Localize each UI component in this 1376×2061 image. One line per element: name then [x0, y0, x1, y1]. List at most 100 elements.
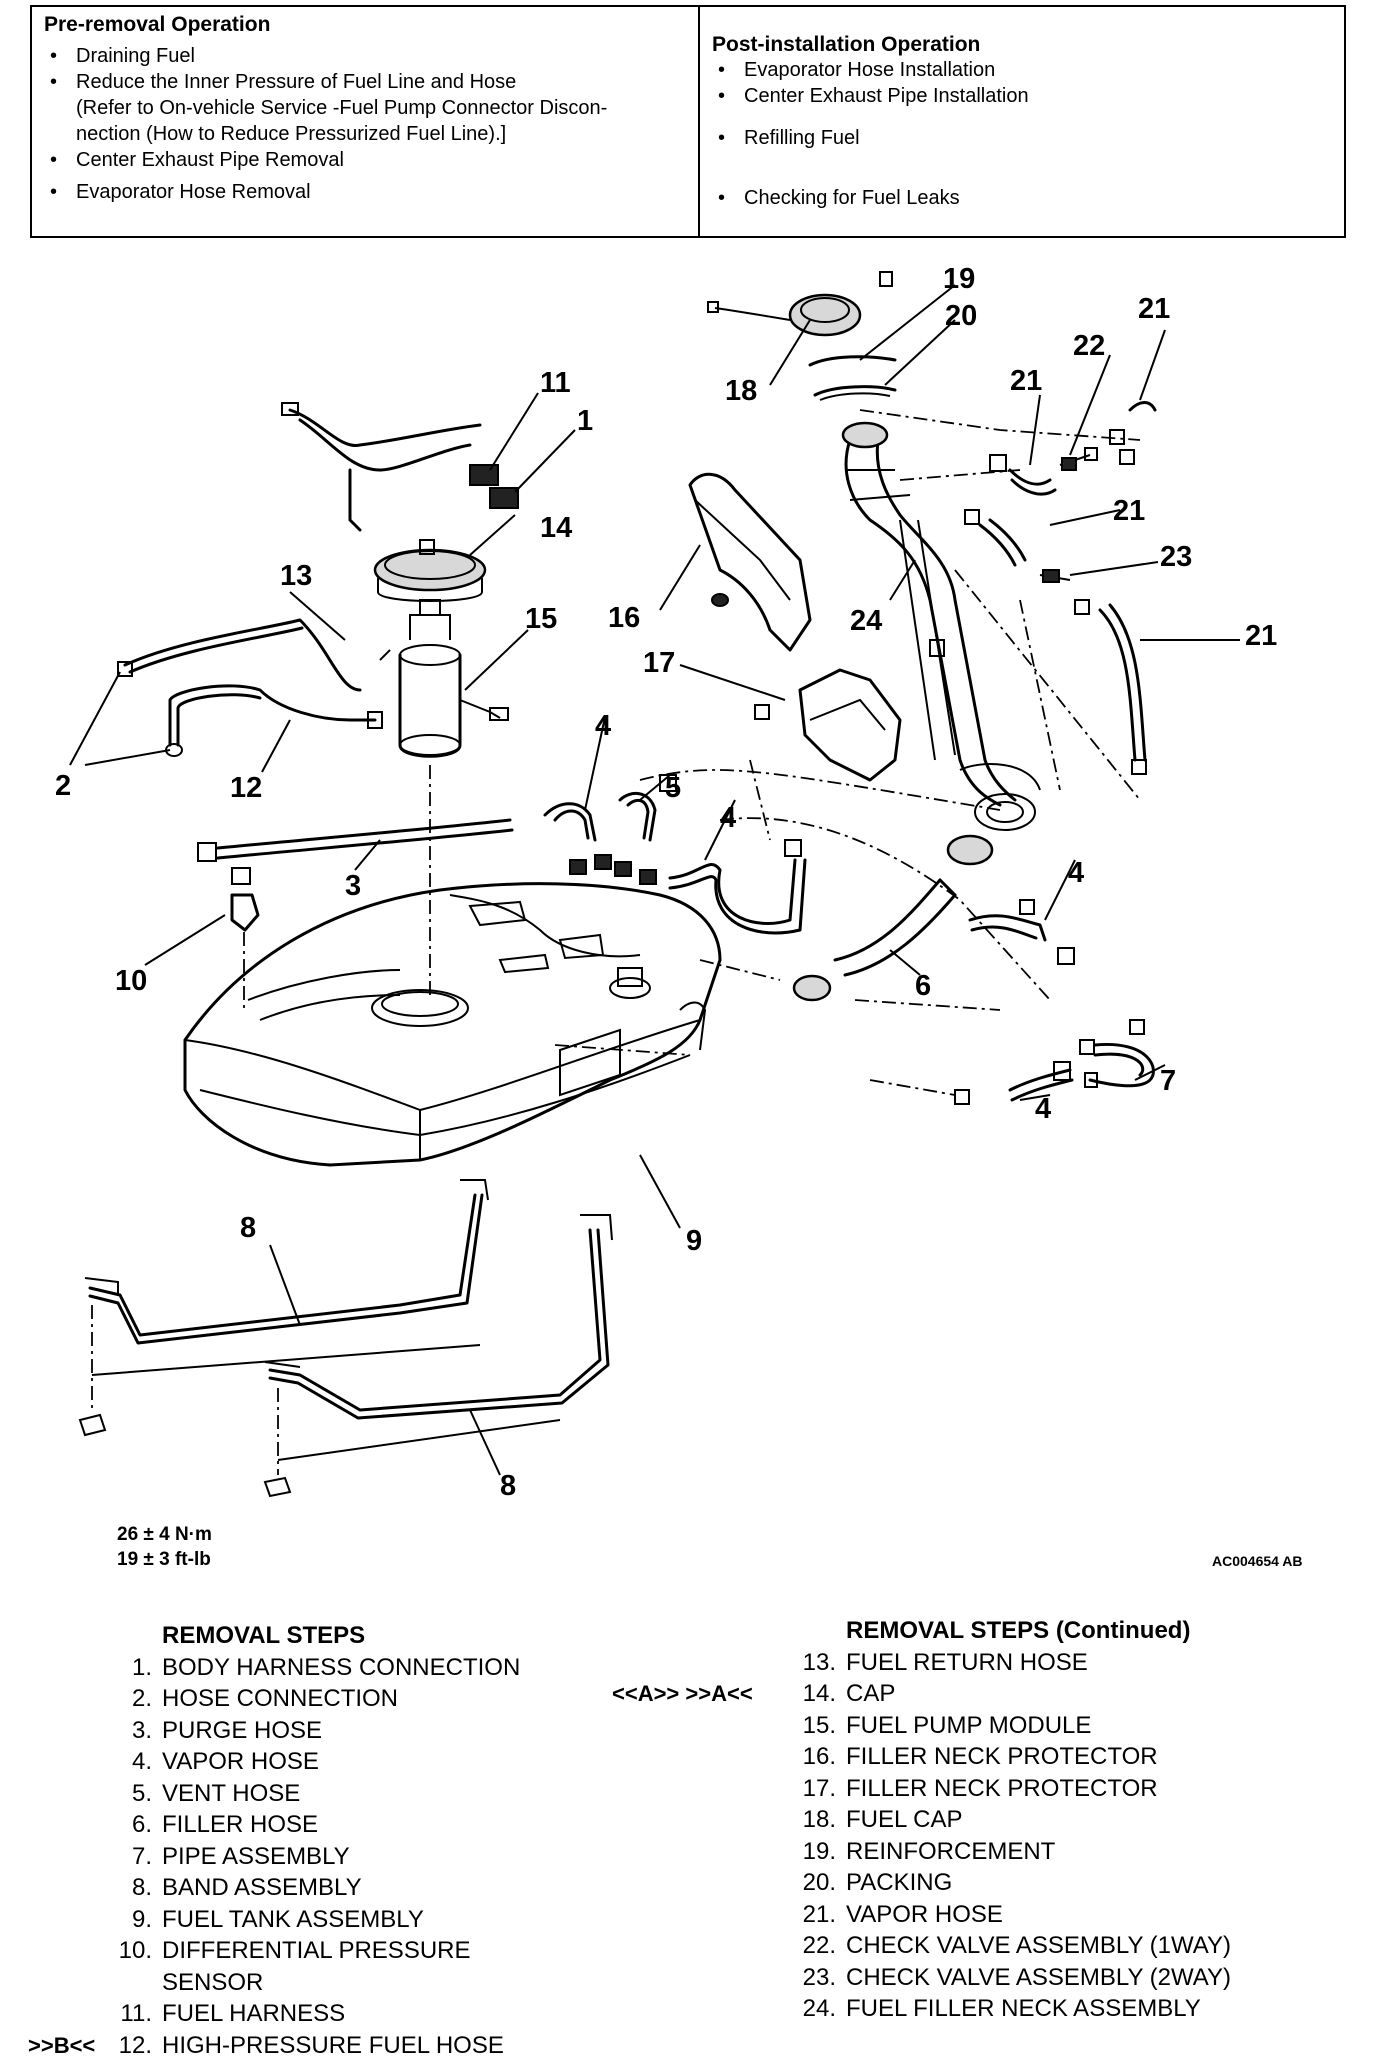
post-installation-item: Refilling Fuel: [712, 125, 1334, 151]
removal-step: <<A>> >>A<<14.CAP: [792, 1678, 1352, 1710]
removal-step: 7. PIPE ASSEMBLY: [108, 1841, 628, 1873]
step-number: 22.: [792, 1930, 836, 1962]
callout-15: 15: [525, 603, 557, 635]
filler-neck-protector-upper: [690, 474, 810, 650]
callout-8: 8: [500, 1470, 516, 1502]
fuel-cap: [708, 295, 860, 335]
step-label: VAPOR HOSE: [162, 1746, 319, 1778]
removal-step: >>B<<12.HIGH-PRESSURE FUEL HOSE: [108, 2030, 628, 2061]
diagram-svg: 11 1 14 13 15 16 17 2 12 4 5 4 3 10 4 6 …: [0, 240, 1376, 1570]
removal-step: 10.DIFFERENTIAL PRESSURE: [108, 1935, 628, 1967]
check-valve-2way: [1040, 570, 1089, 614]
filler-neck-protector-lower: [755, 670, 900, 780]
removal-step: 17. FILLER NECK PROTECTOR: [792, 1773, 1352, 1805]
step-label: SENSOR: [162, 1967, 263, 1999]
fuel-harness: [282, 403, 518, 554]
step-number: 11.: [108, 1998, 152, 2030]
removal-step: 8. BAND ASSEMBLY: [108, 1872, 628, 1904]
step-number: 3.: [108, 1715, 152, 1747]
pre-removal-title: Pre-removal Operation: [44, 13, 688, 37]
post-installation-item: Checking for Fuel Leaks: [712, 185, 1334, 211]
step-number: 21.: [792, 1899, 836, 1931]
callout-17: 17: [643, 647, 675, 679]
pre-removal-note: nection (How to Reduce Pressurized Fuel …: [44, 121, 688, 147]
step-number: 23.: [792, 1962, 836, 1994]
removal-step: 6.FILLER HOSE: [108, 1809, 628, 1841]
step-number: 12.: [108, 2030, 152, 2061]
removal-step: 15. FUEL PUMP MODULE: [792, 1710, 1352, 1742]
callout-21: 21: [1245, 620, 1277, 652]
post-installation-list: Evaporator Hose Installation Center Exha…: [712, 57, 1334, 211]
step-number: 15.: [792, 1710, 836, 1742]
step-number: 14.: [792, 1678, 836, 1710]
callout-6: 6: [915, 970, 931, 1002]
step-label: PURGE HOSE: [162, 1715, 322, 1747]
differential-pressure-sensor: [232, 868, 258, 1010]
step-label: PIPE ASSEMBLY: [162, 1841, 350, 1873]
callout-8: 8: [240, 1212, 256, 1244]
step-label: FUEL RETURN HOSE: [846, 1647, 1088, 1679]
callout-4: 4: [595, 710, 611, 742]
callout-4: 4: [1035, 1093, 1051, 1125]
pre-removal-item: Draining Fuel: [44, 43, 688, 69]
step-number: 18.: [792, 1804, 836, 1836]
post-installation-title: Post-installation Operation: [712, 33, 1334, 57]
step-number: 13.: [792, 1647, 836, 1679]
step-label: VAPOR HOSE: [846, 1899, 1003, 1931]
callout-18: 18: [725, 375, 757, 407]
step-number: 17.: [792, 1773, 836, 1805]
removal-steps: REMOVAL STEPS 1.BODY HARNESS CONNECTION …: [108, 1620, 628, 2061]
callout-19: 19: [943, 263, 975, 295]
pre-removal-item: Reduce the Inner Pressure of Fuel Line a…: [44, 69, 688, 95]
vapor-hose-21-upper: [990, 455, 1055, 494]
band-assembly-right: [265, 1215, 612, 1418]
check-valve-1way: [1060, 448, 1097, 470]
step-number: 8.: [108, 1872, 152, 1904]
step-label: FILLER NECK PROTECTOR: [846, 1741, 1158, 1773]
vapor-hose-21-top-right: [1110, 403, 1155, 465]
removal-steps-continued: REMOVAL STEPS (Continued) 13.FUEL RETURN…: [792, 1615, 1352, 2025]
removal-step: 11. FUEL HARNESS: [108, 1998, 628, 2030]
torque-ftlb: 19 ± 3 ft-lb: [117, 1549, 211, 1570]
post-installation-column: Post-installation Operation Evaporator H…: [700, 7, 1344, 236]
removal-step: 24.FUEL FILLER NECK ASSEMBLY: [792, 1993, 1352, 2025]
callout-20: 20: [945, 300, 977, 332]
step-number: 10.: [108, 1935, 152, 1967]
step-number: 19.: [792, 1836, 836, 1868]
step-number: 2.: [108, 1683, 152, 1715]
purge-hose: [198, 820, 512, 861]
step-label: FUEL FILLER NECK ASSEMBLY: [846, 1993, 1201, 2025]
step-label: BAND ASSEMBLY: [162, 1872, 362, 1904]
pre-removal-column: Pre-removal Operation Draining Fuel Redu…: [32, 7, 700, 236]
pre-removal-note: (Refer to On-vehicle Service -Fuel Pump …: [44, 95, 688, 121]
step-label: FUEL HARNESS: [162, 1998, 345, 2030]
post-installation-item: Evaporator Hose Installation: [712, 57, 1334, 83]
vapor-hose-right: [955, 900, 1074, 1104]
step-number: 7.: [108, 1841, 152, 1873]
step-label: CHECK VALVE ASSEMBLY (1WAY): [846, 1930, 1231, 1962]
step-label: FILLER HOSE: [162, 1809, 318, 1841]
band-assembly-left: [85, 1180, 488, 1343]
vent-hose-group: [545, 775, 676, 884]
operations-table: Pre-removal Operation Draining Fuel Redu…: [30, 5, 1346, 238]
fuel-tank-assembly: [185, 884, 720, 1165]
fuel-pump-module: [380, 600, 508, 756]
removal-step: 21. VAPOR HOSE: [792, 1899, 1352, 1931]
removal-step-continuation: SENSOR: [108, 1967, 628, 1999]
callout-16: 16: [608, 602, 640, 634]
callout-12: 12: [230, 772, 262, 804]
step-label: FILLER NECK PROTECTOR: [846, 1773, 1158, 1805]
vapor-hose-21-middle: [965, 510, 1025, 565]
removal-step: 19.REINFORCEMENT: [792, 1836, 1352, 1868]
pre-removal-item: Center Exhaust Pipe Removal: [44, 147, 688, 173]
step-label: FUEL PUMP MODULE: [846, 1710, 1091, 1742]
step-number: 16.: [792, 1741, 836, 1773]
callout-21: 21: [1113, 495, 1145, 527]
step-number: 9.: [108, 1904, 152, 1936]
callout-5: 5: [665, 772, 681, 804]
callout-13: 13: [280, 560, 312, 592]
callout-3: 3: [345, 870, 361, 902]
removal-step: 16. FILLER NECK PROTECTOR: [792, 1741, 1352, 1773]
callout-22: 22: [1073, 330, 1105, 362]
step-number: 4.: [108, 1746, 152, 1778]
